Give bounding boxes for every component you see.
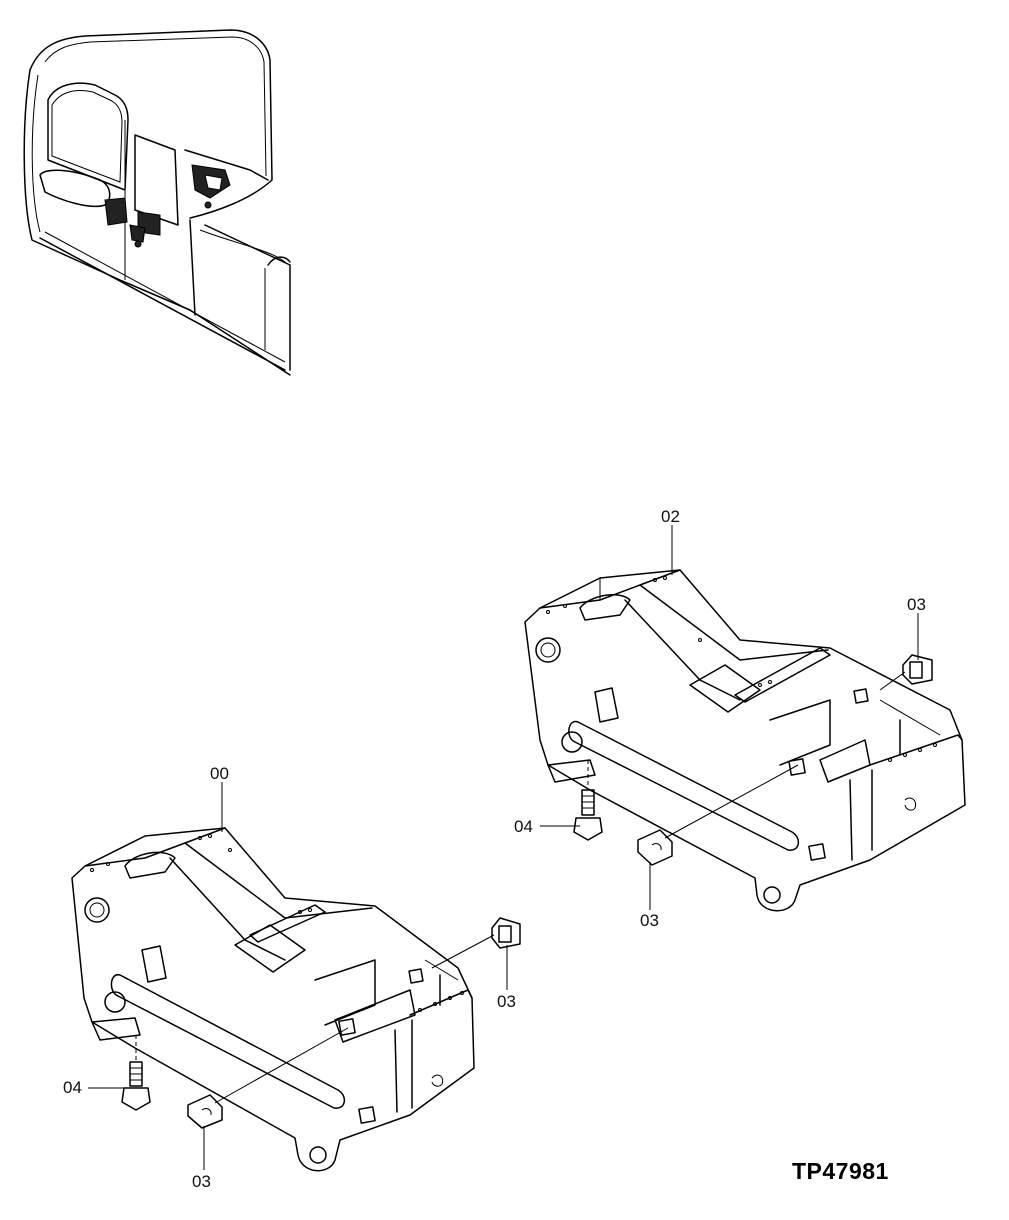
- callout-labels: 02 03 04 03 00 03 04 03: [63, 507, 926, 1191]
- cap-03-upper-right: [879, 654, 933, 691]
- callout-03-lower-bottom: 03: [192, 1172, 211, 1191]
- callout-04-lower: 04: [63, 1078, 82, 1097]
- callout-03-upper-bottom: 03: [640, 911, 659, 930]
- cap-03-upper-bottom: [637, 764, 799, 866]
- leader-lines: [88, 525, 919, 1170]
- drawing-code: TP47981: [792, 1158, 889, 1184]
- callout-04-upper: 04: [514, 817, 533, 836]
- bolt-04-upper: [573, 760, 603, 841]
- callout-02: 02: [661, 507, 680, 526]
- bolt-04-lower: [121, 1035, 151, 1111]
- cap-03-lower-bottom: [187, 1027, 349, 1129]
- cap-03-lower-right: [431, 917, 521, 969]
- callout-03-lower-right: 03: [497, 992, 516, 1011]
- callout-00: 00: [210, 764, 229, 783]
- console-assembly-02: [524, 569, 966, 912]
- cab-overview-illustration: [23, 29, 291, 376]
- callout-03-upper-right: 03: [907, 595, 926, 614]
- console-assembly-00: [71, 827, 475, 1172]
